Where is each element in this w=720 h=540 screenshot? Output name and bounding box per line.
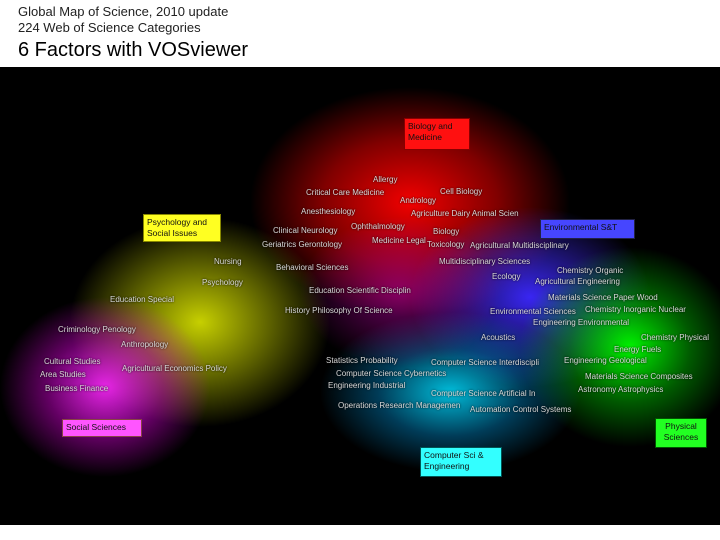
category-label: Cell Biology <box>440 187 483 196</box>
slide-title: 6 Factors with VOSviewer <box>18 39 249 61</box>
factor-box-computer-engineering: Computer Sci & Engineering <box>420 447 502 477</box>
category-label: Computer Science Cybernetics <box>336 369 447 378</box>
category-label: Agricultural Engineering <box>535 277 620 286</box>
factor-box-physical-sciences: Physical Sciences <box>655 418 707 448</box>
category-label: Engineering Industrial <box>328 381 406 390</box>
category-label: Engineering Environmental <box>533 318 630 327</box>
category-label: Agricultural Multidisciplinary <box>470 241 569 250</box>
category-label: Agriculture Dairy Animal Scien <box>411 209 519 218</box>
category-label: Acoustics <box>481 333 516 342</box>
category-label: Computer Science Artificial In <box>431 389 536 398</box>
category-label: Business Finance <box>45 384 109 393</box>
category-label: Engineering Geological <box>564 356 647 365</box>
category-label: Clinical Neurology <box>273 226 338 235</box>
category-label: Critical Care Medicine <box>306 188 385 197</box>
factor-box-social-sciences: Social Sciences <box>62 419 142 437</box>
factor-box-environmental: Environmental S&T <box>540 219 635 239</box>
glow-social <box>0 297 210 477</box>
category-label: Ecology <box>492 272 521 281</box>
category-label: Materials Science Composites <box>585 372 693 381</box>
category-label: Automation Control Systems <box>470 405 572 414</box>
category-label: History Philosophy Of Science <box>285 306 393 315</box>
category-label: Anesthesiology <box>301 207 356 216</box>
header-line-1: Global Map of Science, 2010 update <box>18 4 229 19</box>
category-label: Materials Science Paper Wood <box>548 293 658 302</box>
category-label: Chemistry Physical <box>641 333 710 342</box>
category-label: Cultural Studies <box>44 357 101 366</box>
category-label: Astronomy Astrophysics <box>578 385 664 394</box>
category-label: Anthropology <box>121 340 169 349</box>
science-map: Allergy Critical Care Medicine Cell Biol… <box>0 67 720 525</box>
category-label: Biology <box>433 227 460 236</box>
category-label: Environmental Sciences <box>490 307 576 316</box>
category-label: Computer Science Interdiscipli <box>431 358 540 367</box>
category-label: Energy Fuels <box>614 345 662 354</box>
category-label: Education Scientific Disciplin <box>309 286 411 295</box>
category-label: Area Studies <box>40 370 86 379</box>
category-label: Medicine Legal <box>372 236 426 245</box>
category-label: Toxicology <box>427 240 465 249</box>
category-label: Andrology <box>400 196 437 205</box>
category-label: Allergy <box>373 175 398 184</box>
category-label: Criminology Penology <box>58 325 136 334</box>
category-label: Ophthalmology <box>351 222 405 231</box>
category-label: Psychology <box>202 278 243 287</box>
category-label: Agricultural Economics Policy <box>122 364 227 373</box>
factor-box-psychology: Psychology and Social Issues <box>143 214 221 242</box>
category-label: Multidisciplinary Sciences <box>439 257 531 266</box>
category-label: Nursing <box>214 257 242 266</box>
header-line-2: 224 Web of Science Categories <box>18 20 201 35</box>
category-label: Statistics Probability <box>326 356 398 365</box>
category-label: Behavioral Sciences <box>276 263 349 272</box>
category-label: Chemistry Inorganic Nuclear <box>585 305 686 314</box>
category-label: Operations Research Managemen <box>338 401 461 410</box>
category-label: Geriatrics Gerontology <box>262 240 343 249</box>
category-label: Chemistry Organic <box>557 266 624 275</box>
category-label: Education Special <box>110 295 175 304</box>
factor-box-biology-medicine: Biology and Medicine <box>404 118 470 150</box>
glow-purple-mid <box>300 217 500 367</box>
